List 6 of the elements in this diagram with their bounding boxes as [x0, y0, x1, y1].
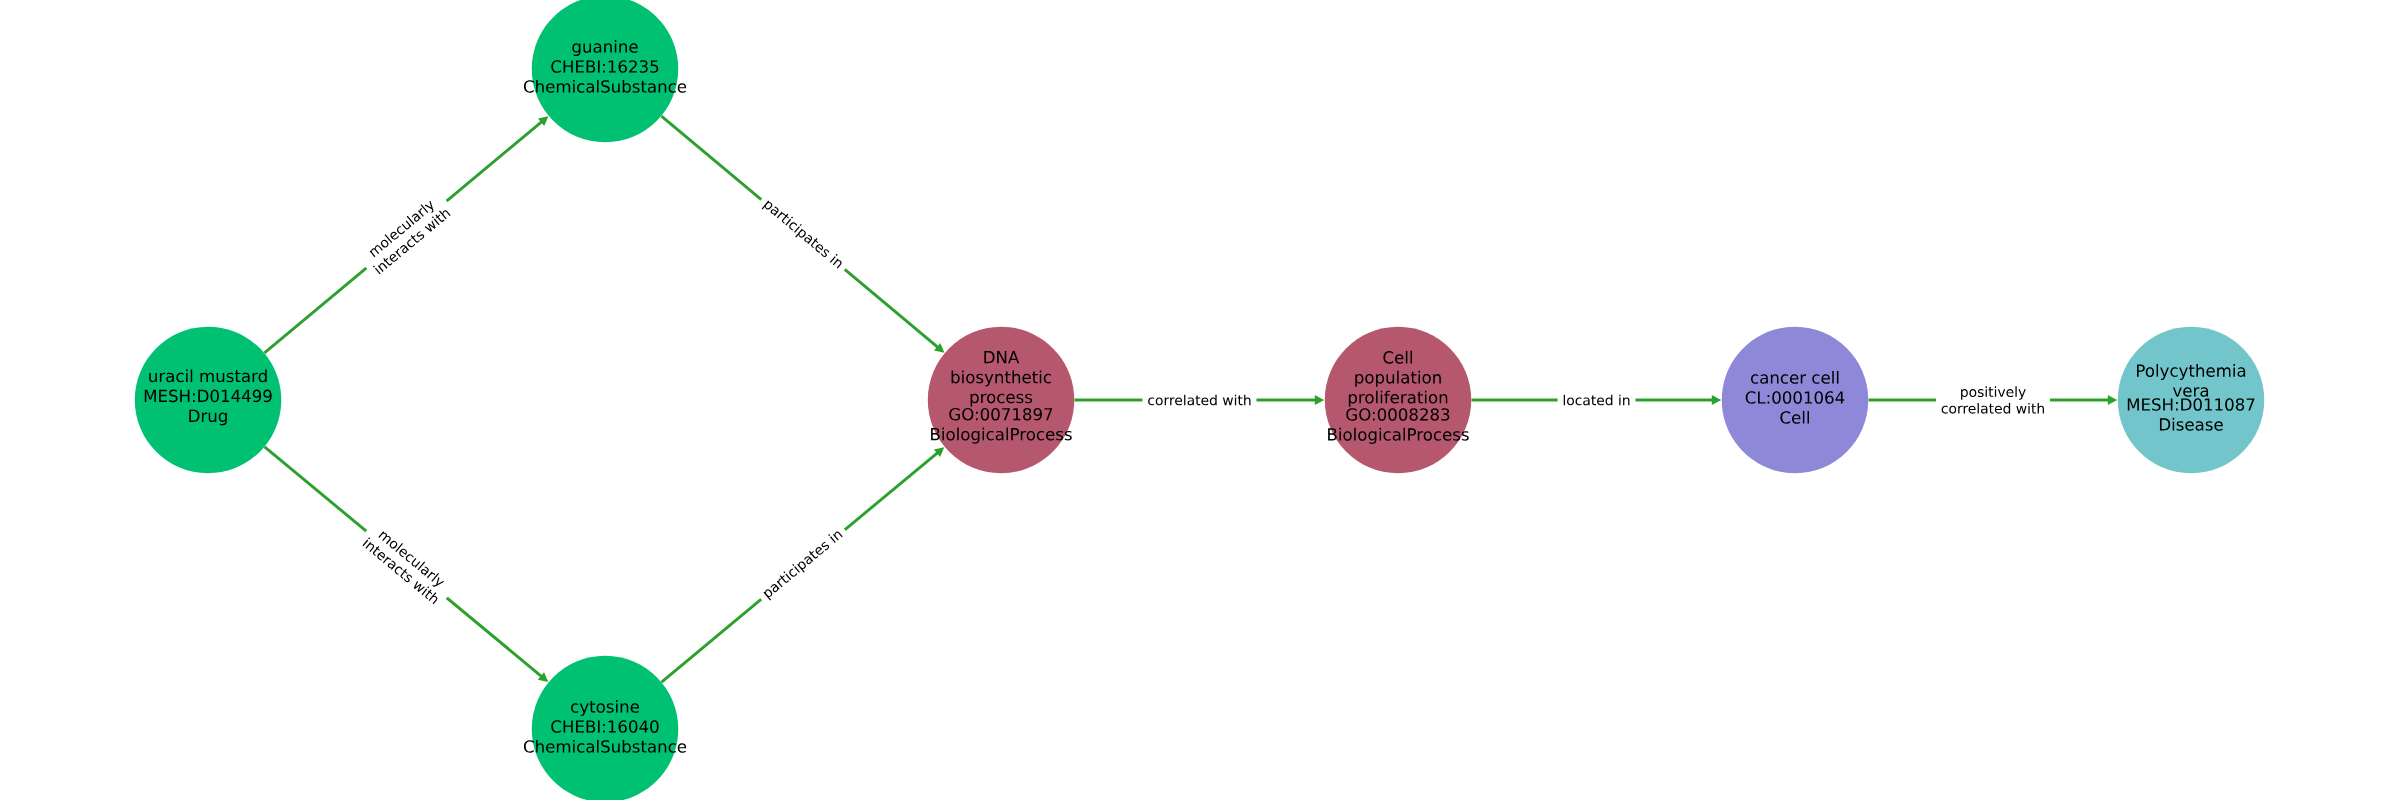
edge-label: positively correlated with: [1936, 384, 2050, 416]
edge-label: located in: [1557, 393, 1636, 407]
circle-node: cancer cell CL:0001064 Cell: [1721, 326, 1869, 474]
circle-node: uracil mustard MESH:D014499 Drug: [134, 326, 282, 474]
edge-label: correlated with: [1142, 393, 1257, 407]
circle-node: Polycythemia vera MESH:D011087 Disease: [2117, 326, 2265, 474]
